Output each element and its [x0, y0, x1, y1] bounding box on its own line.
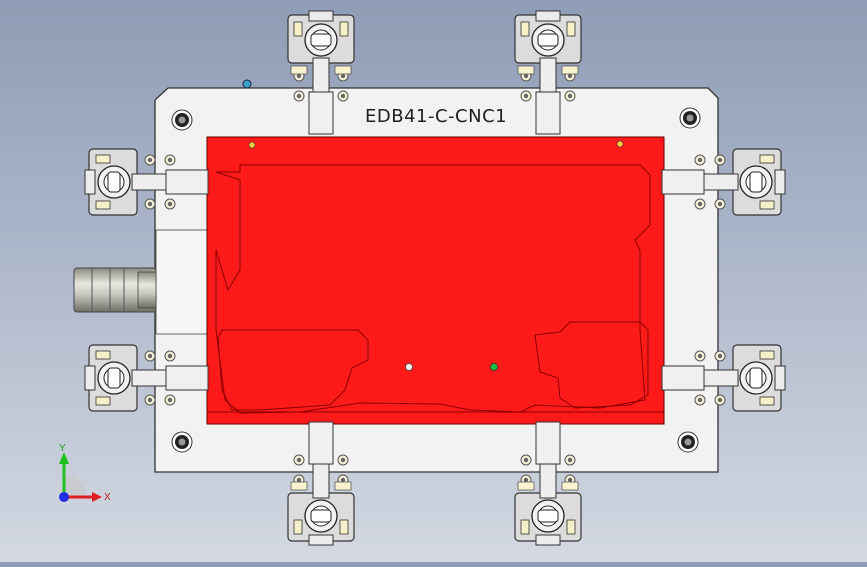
screw-icon [171, 431, 193, 453]
screw-icon [677, 431, 699, 453]
y-axis-label: Y [59, 443, 66, 454]
workpiece[interactable] [206, 136, 665, 425]
nozzle-fitting-icon[interactable] [73, 267, 157, 313]
screw-icon [679, 107, 701, 129]
part-label: EDB41-C-CNC1 [365, 106, 508, 127]
indicator-dot-icon [242, 79, 252, 89]
x-axis-label: X [104, 492, 111, 503]
axis-triad-icon[interactable]: Y X [48, 440, 118, 510]
screw-icon [171, 109, 193, 131]
